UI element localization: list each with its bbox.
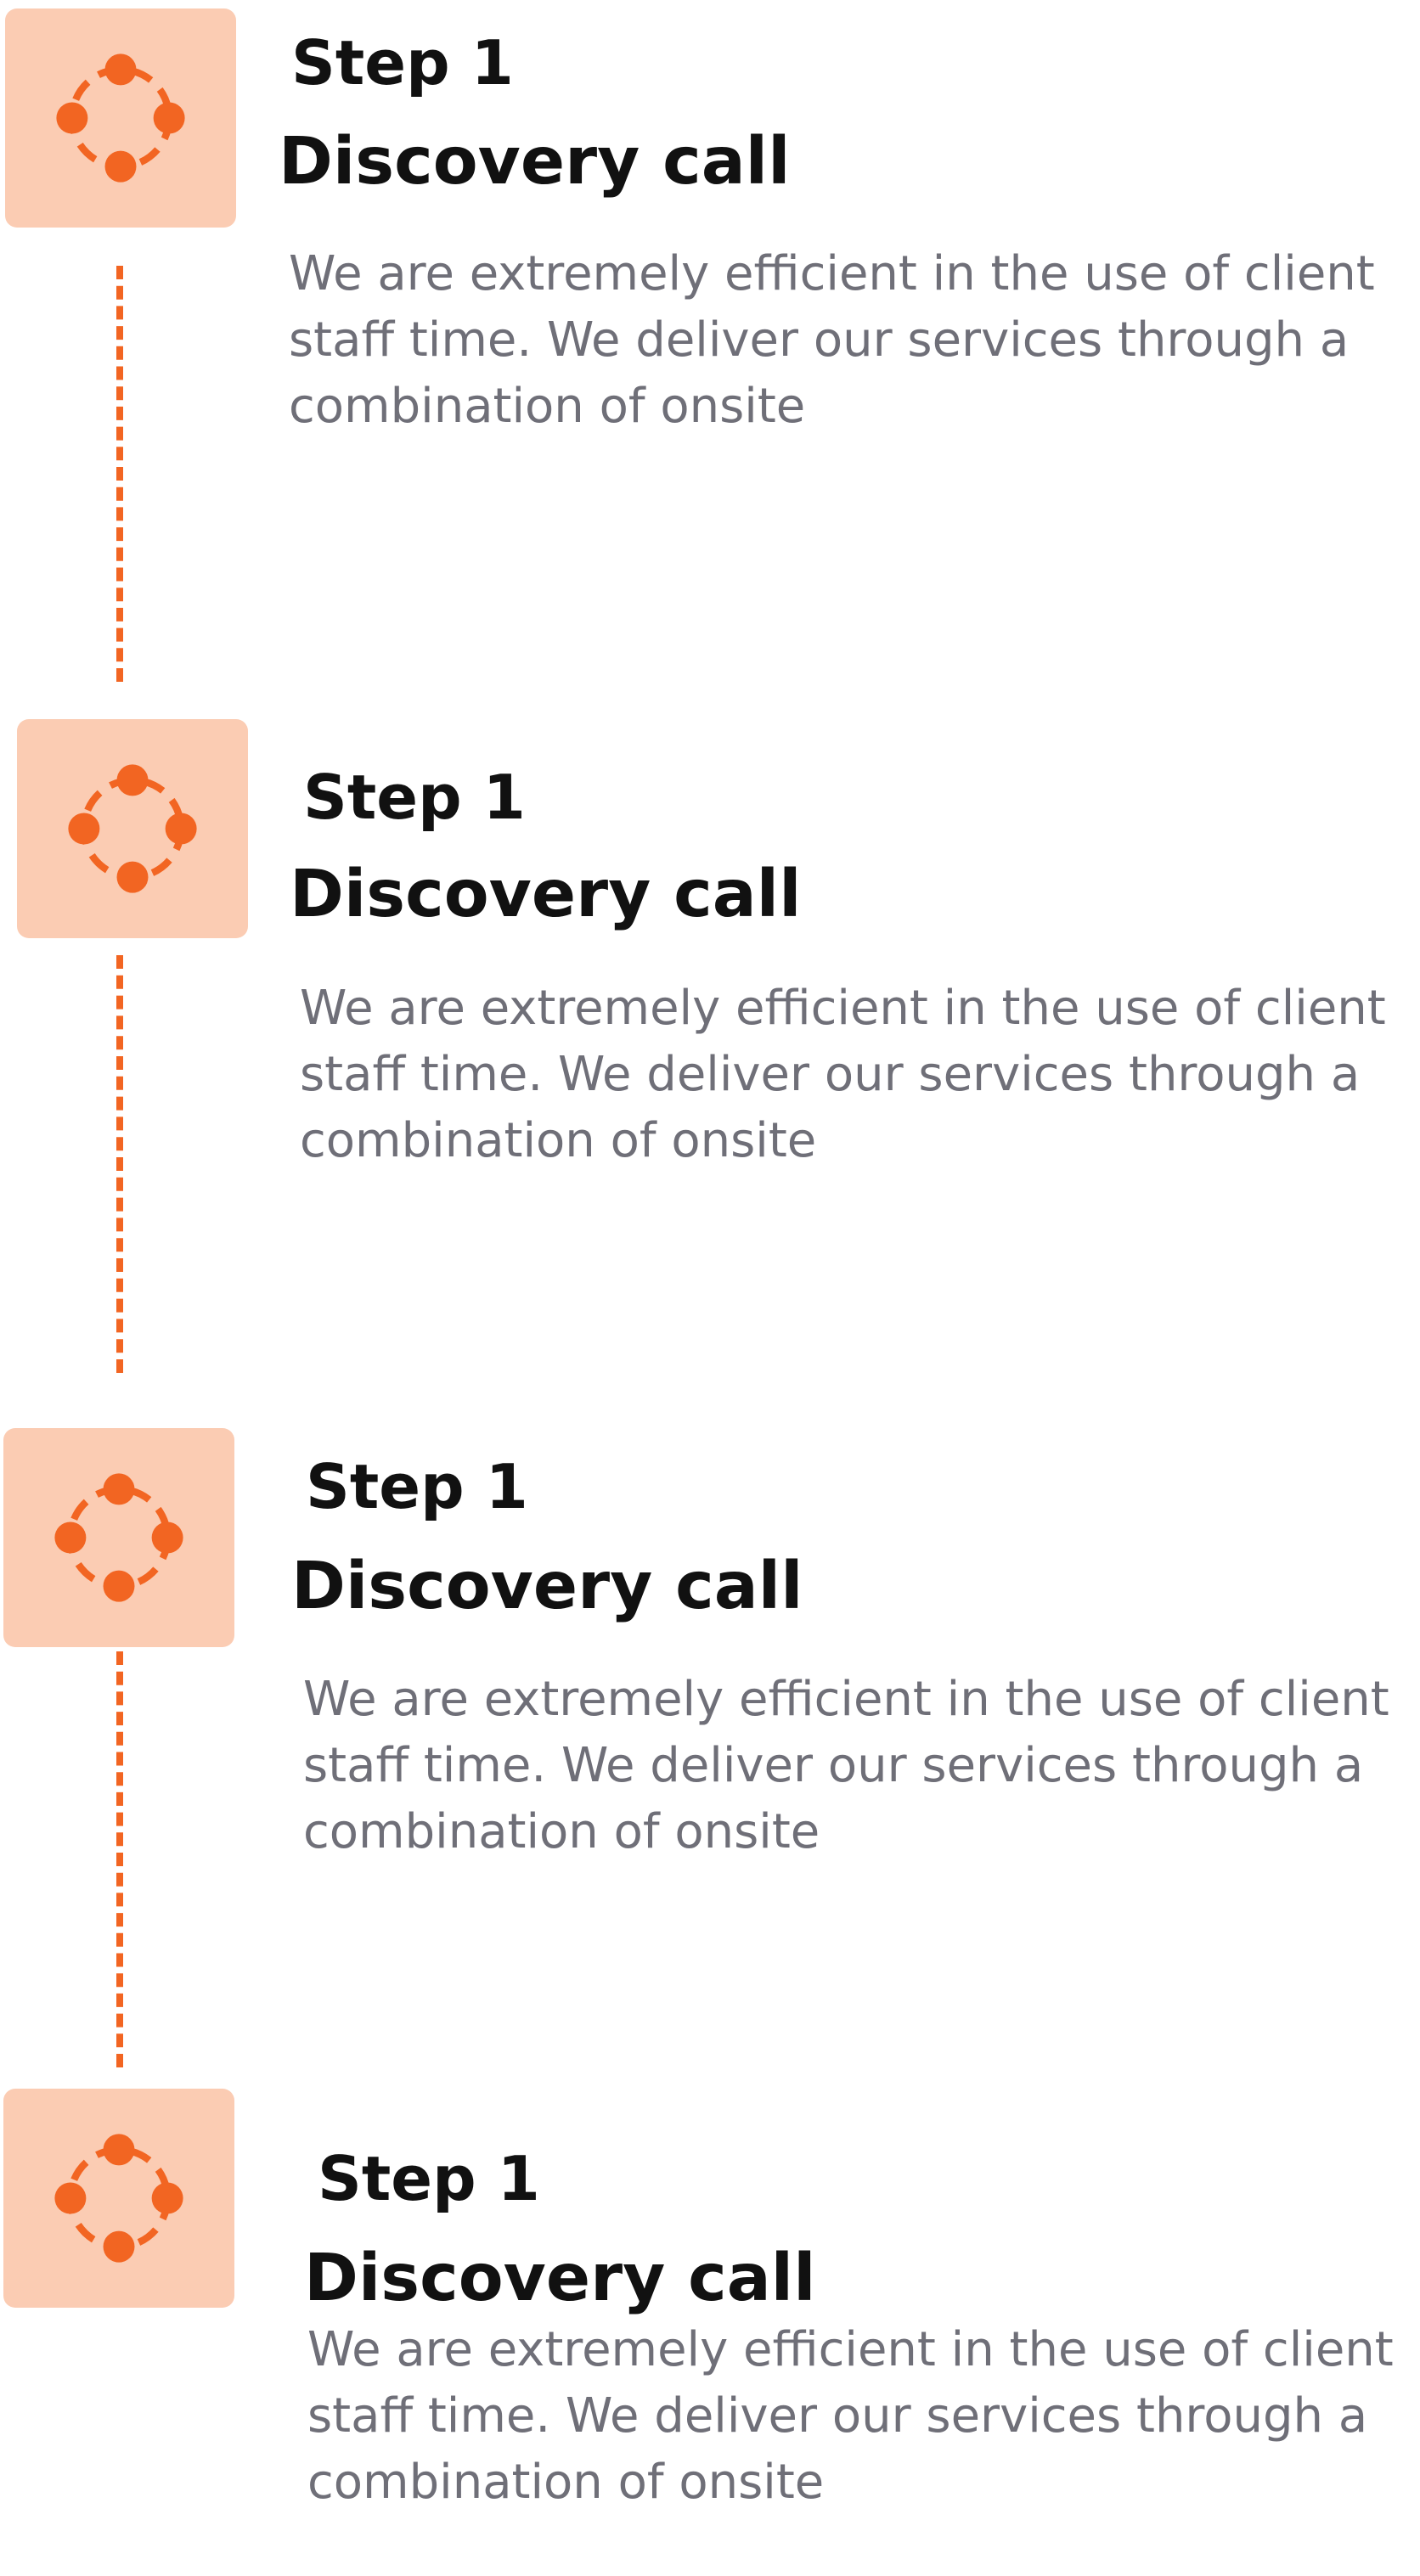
- step-label: Step 1: [306, 1451, 528, 1522]
- step-title: Discovery call: [290, 857, 802, 932]
- step-description: We are extremely efficient in the use of…: [307, 2322, 1394, 2510]
- step-icon-box: [17, 719, 248, 938]
- dots-circle-icon: [68, 764, 197, 893]
- step-description: We are extremely efficient in the use of…: [289, 246, 1375, 434]
- step-connector: [116, 266, 123, 682]
- step-label: Step 1: [291, 27, 514, 98]
- step-description: We are extremely efficient in the use of…: [300, 981, 1386, 1168]
- step-title: Discovery call: [279, 124, 791, 200]
- step-icon-box: [5, 8, 236, 228]
- step-title: Discovery call: [304, 2241, 816, 2316]
- step-description: We are extremely efficient in the use of…: [303, 1672, 1389, 1859]
- step-icon-box: [3, 1428, 234, 1647]
- step-title: Discovery call: [291, 1549, 803, 1624]
- dots-circle-icon: [54, 1473, 183, 1602]
- step-connector: [116, 955, 123, 1373]
- dots-circle-icon: [56, 53, 185, 183]
- step-connector: [116, 1651, 123, 2067]
- dots-circle-icon: [54, 2134, 183, 2263]
- step-icon-box: [3, 2089, 234, 2308]
- step-label: Step 1: [318, 2143, 540, 2214]
- step-label: Step 1: [303, 762, 526, 833]
